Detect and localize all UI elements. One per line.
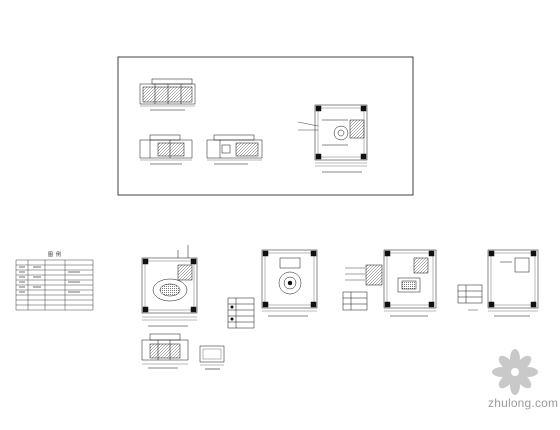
watermark-text: zhulong.com xyxy=(488,396,559,410)
ceiling-plan-upper xyxy=(297,104,368,173)
elevation-drawing-4 xyxy=(141,333,189,369)
upper-sheet-frame xyxy=(117,56,414,196)
section-detail xyxy=(199,345,225,370)
material-legend-table xyxy=(15,259,94,311)
elevation-drawing-3 xyxy=(206,134,263,165)
material-table-title: 图 例 xyxy=(48,252,62,258)
floor-plan-4 xyxy=(457,249,539,317)
elevation-drawing-2 xyxy=(139,134,193,165)
floor-plan-3 xyxy=(342,249,437,317)
floor-plan-1 xyxy=(141,245,198,327)
watermark-logo-icon xyxy=(492,349,538,395)
elevation-drawing-1 xyxy=(139,78,196,111)
floor-plan-2 xyxy=(227,249,318,329)
